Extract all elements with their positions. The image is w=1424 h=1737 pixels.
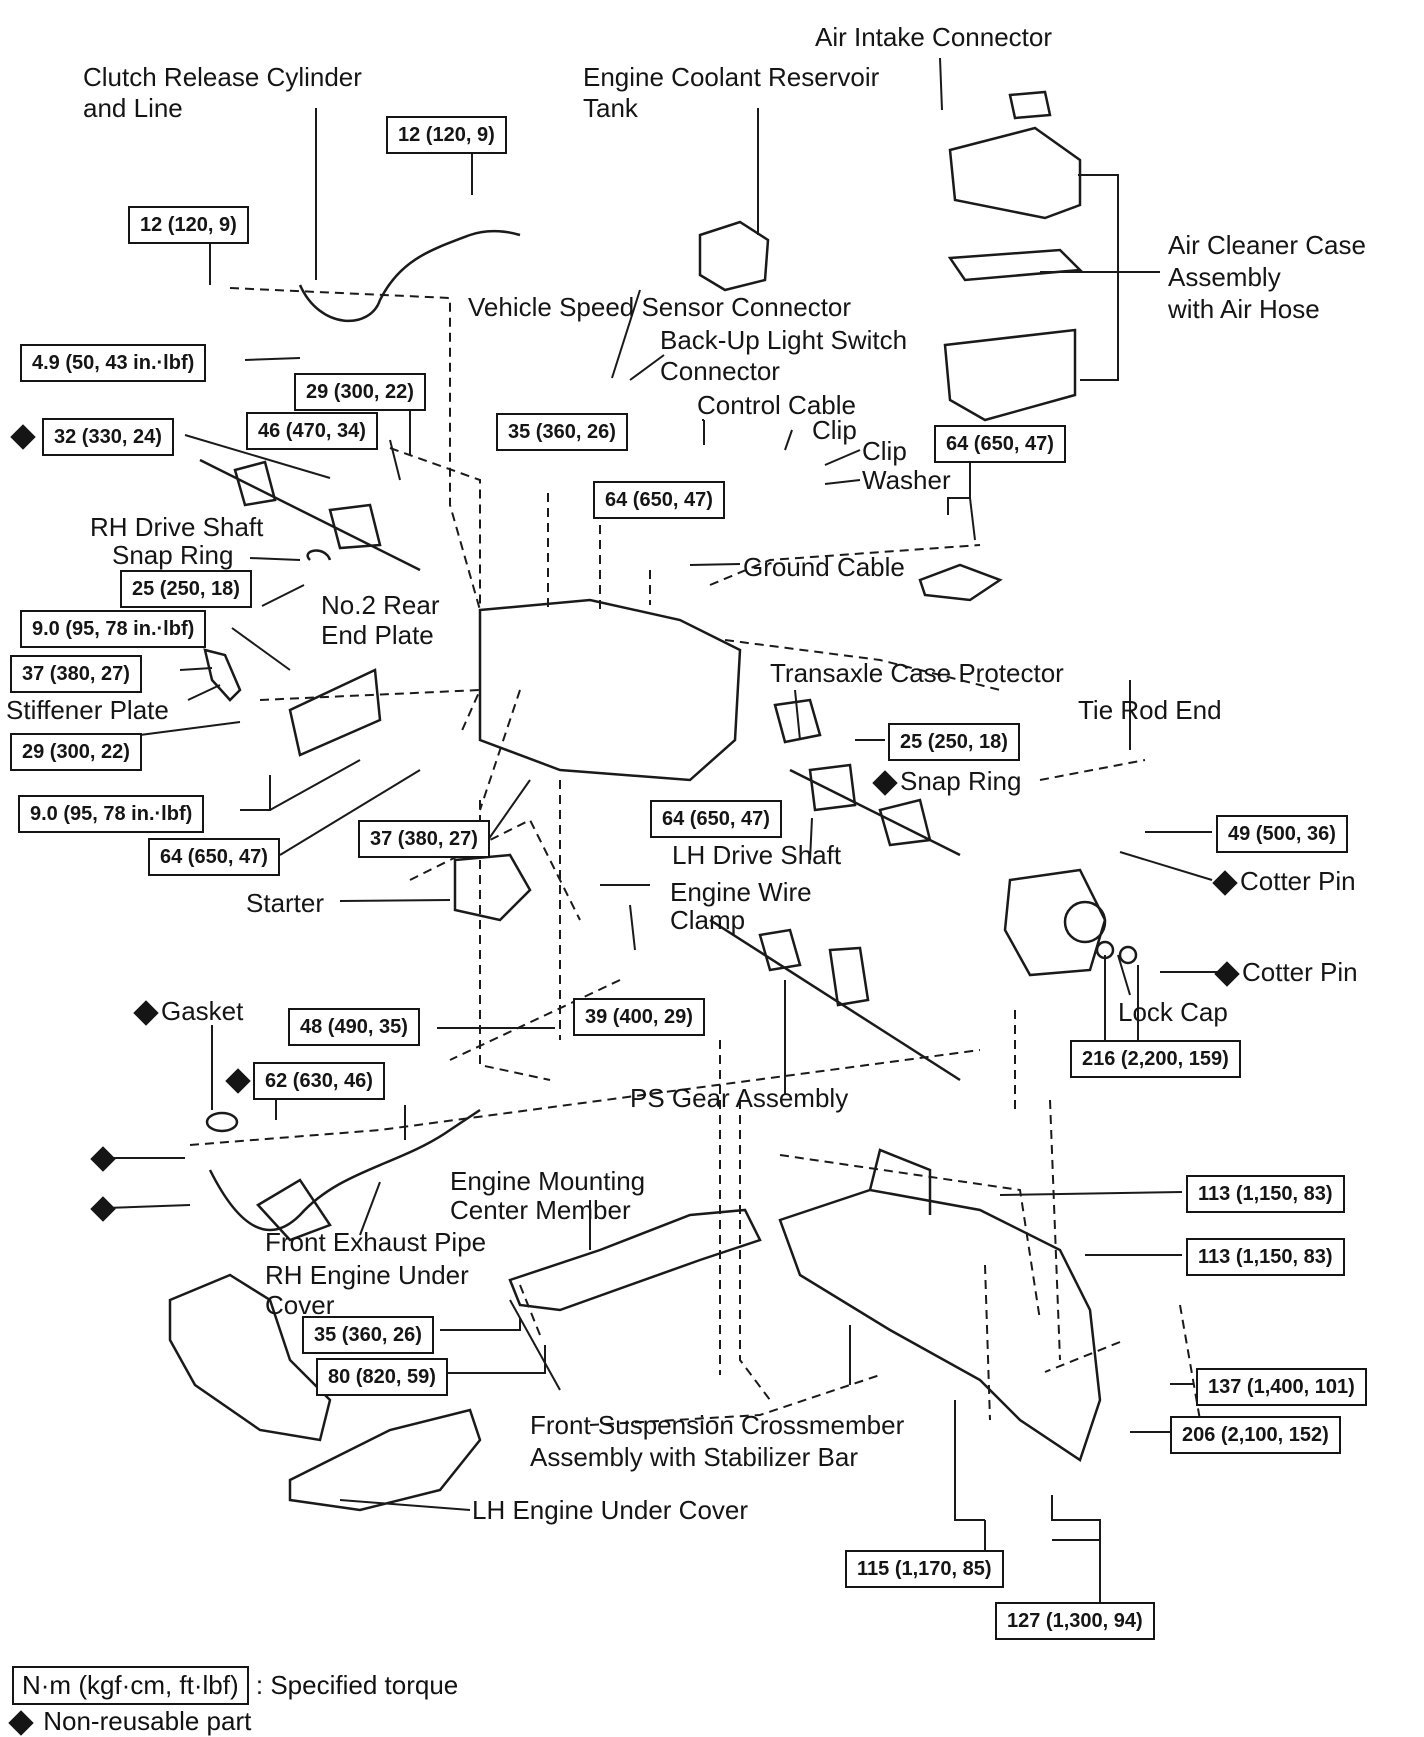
- torque-box: 25 (250, 18): [888, 723, 1020, 761]
- label-snap-ring-rh: Snap Ring: [112, 540, 234, 570]
- label-snap-ring-lh: Snap Ring: [872, 766, 1022, 796]
- nonreusable-diamond-icon: [1212, 870, 1238, 896]
- label-rh-drive-shaft: RH Drive Shaft: [90, 512, 264, 542]
- label-engine-wire-clamp: Clamp: [670, 905, 746, 935]
- label-clip-upper: Clip: [812, 415, 857, 445]
- torque-box: 37 (380, 27): [358, 820, 490, 858]
- torque-box: 4.9 (50, 43 in.·lbf): [20, 344, 207, 382]
- label-lh-engine-under-cover: LH Engine Under Cover: [472, 1495, 749, 1525]
- torque-box: 113 (1,150, 83): [1186, 1238, 1345, 1276]
- label-clutch-release-cylinder: Clutch Release Cylinder: [83, 62, 362, 92]
- torque-box: 9.0 (95, 78 in.·lbf): [18, 795, 205, 833]
- torque-box: 64 (650, 47): [650, 800, 782, 838]
- nonreusable-diamond-icon: [872, 770, 898, 796]
- label-cotter-pin-upper: Cotter Pin: [1212, 866, 1356, 896]
- label-rh-engine-under-cover: Cover: [265, 1290, 335, 1320]
- torque-box: 39 (400, 29): [573, 998, 705, 1036]
- label-starter: Starter: [246, 888, 325, 918]
- torque-box: 49 (500, 36): [1216, 815, 1348, 853]
- torque-box: 12 (120, 9): [386, 116, 507, 154]
- legend-torque-text: : Specified torque: [255, 1670, 459, 1700]
- torque-box: 113 (1,150, 83): [1186, 1175, 1345, 1213]
- torque-box: 64 (650, 47): [148, 838, 280, 876]
- part-sketches: [168, 90, 1138, 1512]
- label-back-up-light-connector: Connector: [660, 356, 780, 386]
- torque-box: 127 (1,300, 94): [995, 1602, 1155, 1640]
- label-clutch-release-line: and Line: [83, 93, 183, 123]
- label-ps-gear-assembly: PS Gear Assembly: [630, 1083, 849, 1113]
- label-washer: Washer: [862, 465, 951, 495]
- torque-box: 206 (2,100, 152): [1170, 1416, 1341, 1454]
- torque-box: 37 (380, 27): [10, 655, 142, 693]
- label-lh-drive-shaft: LH Drive Shaft: [672, 840, 842, 870]
- label-tie-rod-end: Tie Rod End: [1078, 695, 1222, 725]
- nonreusable-diamond-icon: [1214, 961, 1240, 987]
- torque-box: 25 (250, 18): [120, 570, 252, 608]
- legend-nonreusable-text: Non-reusable part: [43, 1706, 252, 1736]
- torque-box: 216 (2,200, 159): [1070, 1040, 1241, 1078]
- torque-box: 29 (300, 22): [10, 733, 142, 771]
- label-control-cable: Control Cable: [697, 390, 856, 420]
- label-crossmember-stabilizer-bar: Assembly with Stabilizer Bar: [530, 1442, 858, 1472]
- nonreusable-diamond-icon: [8, 1710, 34, 1736]
- cotter-pin-lower-text: Cotter Pin: [1242, 957, 1358, 987]
- label-clip-lower: Clip: [862, 436, 907, 466]
- gasket-text: Gasket: [161, 996, 244, 1026]
- torque-box: 64 (650, 47): [593, 481, 725, 519]
- label-transaxle-case-protector: Transaxle Case Protector: [770, 658, 1064, 688]
- dashed-assembly-lines: [189, 287, 1201, 1426]
- label-front-exhaust-pipe: Front Exhaust Pipe: [265, 1227, 487, 1257]
- label-lock-cap: Lock Cap: [1118, 997, 1228, 1027]
- label-front-suspension-crossmember: Front Suspension Crossmember: [530, 1410, 905, 1440]
- torque-box: 48 (490, 35): [288, 1008, 420, 1046]
- torque-box: 35 (360, 26): [302, 1316, 434, 1354]
- label-cotter-pin-lower: Cotter Pin: [1214, 957, 1358, 987]
- label-stiffener-plate: Stiffener Plate: [6, 695, 169, 725]
- label-end-plate: End Plate: [321, 620, 434, 650]
- cotter-pin-upper-text: Cotter Pin: [1240, 866, 1356, 896]
- legend-torque: N·m (kgf·cm, ft·lbf) : Specified torque: [12, 1666, 458, 1705]
- label-center-member: Center Member: [450, 1195, 631, 1225]
- label-air-cleaner-case: Air Cleaner Case: [1168, 230, 1366, 260]
- label-vehicle-speed-sensor-connector: Vehicle Speed Sensor Connector: [468, 292, 852, 322]
- torque-box: 9.0 (95, 78 in.·lbf): [20, 610, 207, 648]
- label-air-cleaner-assembly: Assembly: [1168, 262, 1281, 292]
- label-ground-cable: Ground Cable: [743, 552, 905, 582]
- torque-box: 29 (300, 22): [294, 373, 426, 411]
- torque-box: 115 (1,170, 85): [845, 1550, 1004, 1588]
- legend-nonreusable: Non-reusable part: [8, 1706, 252, 1737]
- label-back-up-light-switch: Back-Up Light Switch: [660, 325, 908, 355]
- nonreusable-diamond-icon: [133, 1000, 159, 1026]
- torque-box: 80 (820, 59): [316, 1358, 448, 1396]
- label-engine-wire: Engine Wire: [670, 877, 812, 907]
- torque-box: 35 (360, 26): [496, 413, 628, 451]
- label-engine-mounting: Engine Mounting: [450, 1166, 646, 1196]
- torque-box: 137 (1,400, 101): [1196, 1368, 1367, 1406]
- label-engine-coolant-tank: Tank: [583, 93, 638, 123]
- label-no2-rear-end-plate: No.2 Rear: [321, 590, 440, 620]
- snap-ring-lh-text: Snap Ring: [900, 766, 1022, 796]
- label-gasket: Gasket: [133, 996, 244, 1026]
- torque-box: 46 (470, 34): [246, 412, 378, 450]
- label-air-intake-connector: Air Intake Connector: [815, 22, 1053, 52]
- label-engine-coolant-reservoir: Engine Coolant Reservoir: [583, 62, 880, 92]
- torque-box: 32 (330, 24): [42, 418, 174, 456]
- torque-box: 12 (120, 9): [128, 206, 249, 244]
- label-rh-engine-under: RH Engine Under: [265, 1260, 469, 1290]
- legend-torque-box: N·m (kgf·cm, ft·lbf): [12, 1666, 249, 1705]
- label-air-cleaner-air-hose: with Air Hose: [1168, 294, 1320, 324]
- torque-box: 64 (650, 47): [934, 425, 1066, 463]
- torque-box: 62 (630, 46): [253, 1062, 385, 1100]
